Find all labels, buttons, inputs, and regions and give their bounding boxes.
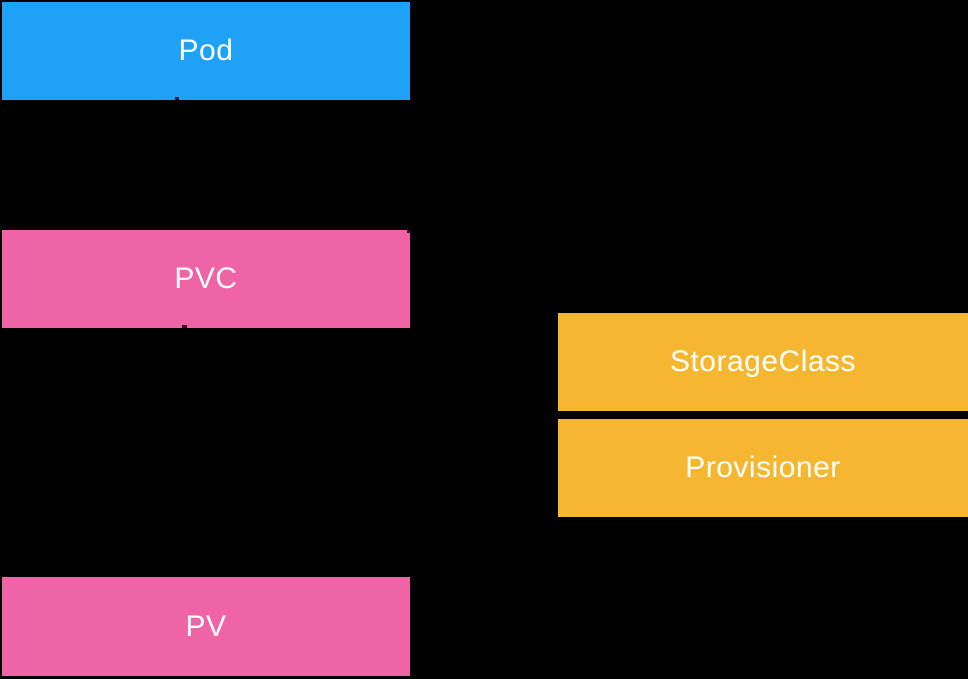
- node-provisioner-label: Provisioner: [685, 451, 841, 484]
- node-provisioner: Provisioner: [558, 419, 968, 517]
- node-pv: PV: [2, 577, 410, 676]
- arrowhead-artifact: [407, 230, 410, 233]
- node-storageclass: StorageClass: [558, 313, 968, 411]
- node-storageclass-label: StorageClass: [669, 345, 857, 378]
- node-pod-label: Pod: [178, 34, 234, 67]
- node-pvc: PVC: [2, 230, 410, 328]
- arrowhead-artifact: [182, 325, 187, 328]
- node-pv-label: PV: [185, 609, 227, 643]
- node-pvc-label: PVC: [174, 262, 238, 295]
- arrowhead-artifact: [175, 97, 179, 100]
- node-pod: Pod: [2, 2, 410, 100]
